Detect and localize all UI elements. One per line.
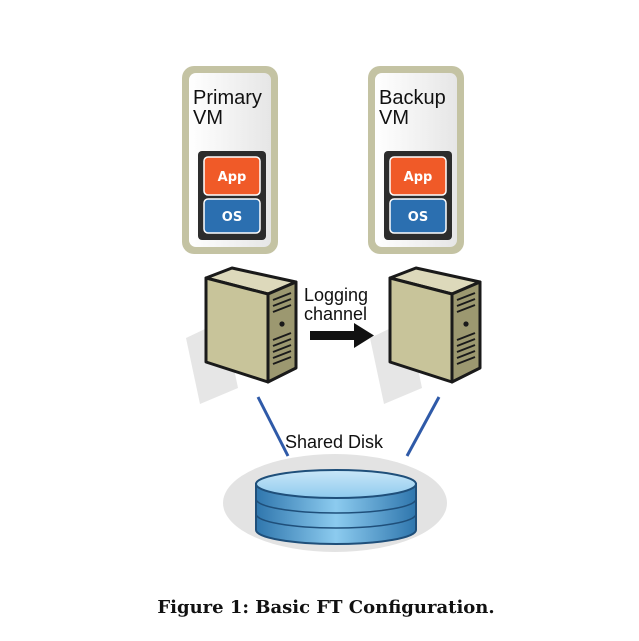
- primary-os-label: OS: [222, 210, 242, 225]
- primary-vm: Primary VM App OS: [182, 66, 278, 254]
- backup-vm: Backup VM App OS: [368, 66, 464, 254]
- primary-vm-title-line1: Primary: [193, 87, 262, 109]
- backup-vm-title-line1: Backup: [379, 87, 446, 109]
- primary-disk-link: [256, 396, 290, 457]
- primary-vm-title-line2: VM: [193, 107, 223, 129]
- primary-server-icon: [186, 266, 298, 404]
- backup-app-chip: [389, 156, 447, 196]
- primary-os-chip: [203, 198, 261, 234]
- primary-app-label: App: [218, 170, 247, 185]
- figure-caption: Figure 1: Basic FT Configuration.: [157, 597, 494, 618]
- backup-disk-link: [405, 396, 441, 457]
- shared-disk-label: Shared Disk: [285, 432, 384, 452]
- logging-channel-label-line1: Logging: [304, 285, 368, 305]
- shared-disk-icon: [223, 454, 447, 552]
- backup-app-label: App: [404, 170, 433, 185]
- logging-channel-label-line2: channel: [304, 304, 367, 324]
- backup-vm-title-line2: VM: [379, 107, 409, 129]
- backup-os-chip: [389, 198, 447, 234]
- logging-arrow-icon: [310, 323, 374, 348]
- primary-app-chip: [203, 156, 261, 196]
- backup-server-icon: [370, 266, 482, 404]
- backup-os-label: OS: [408, 210, 428, 225]
